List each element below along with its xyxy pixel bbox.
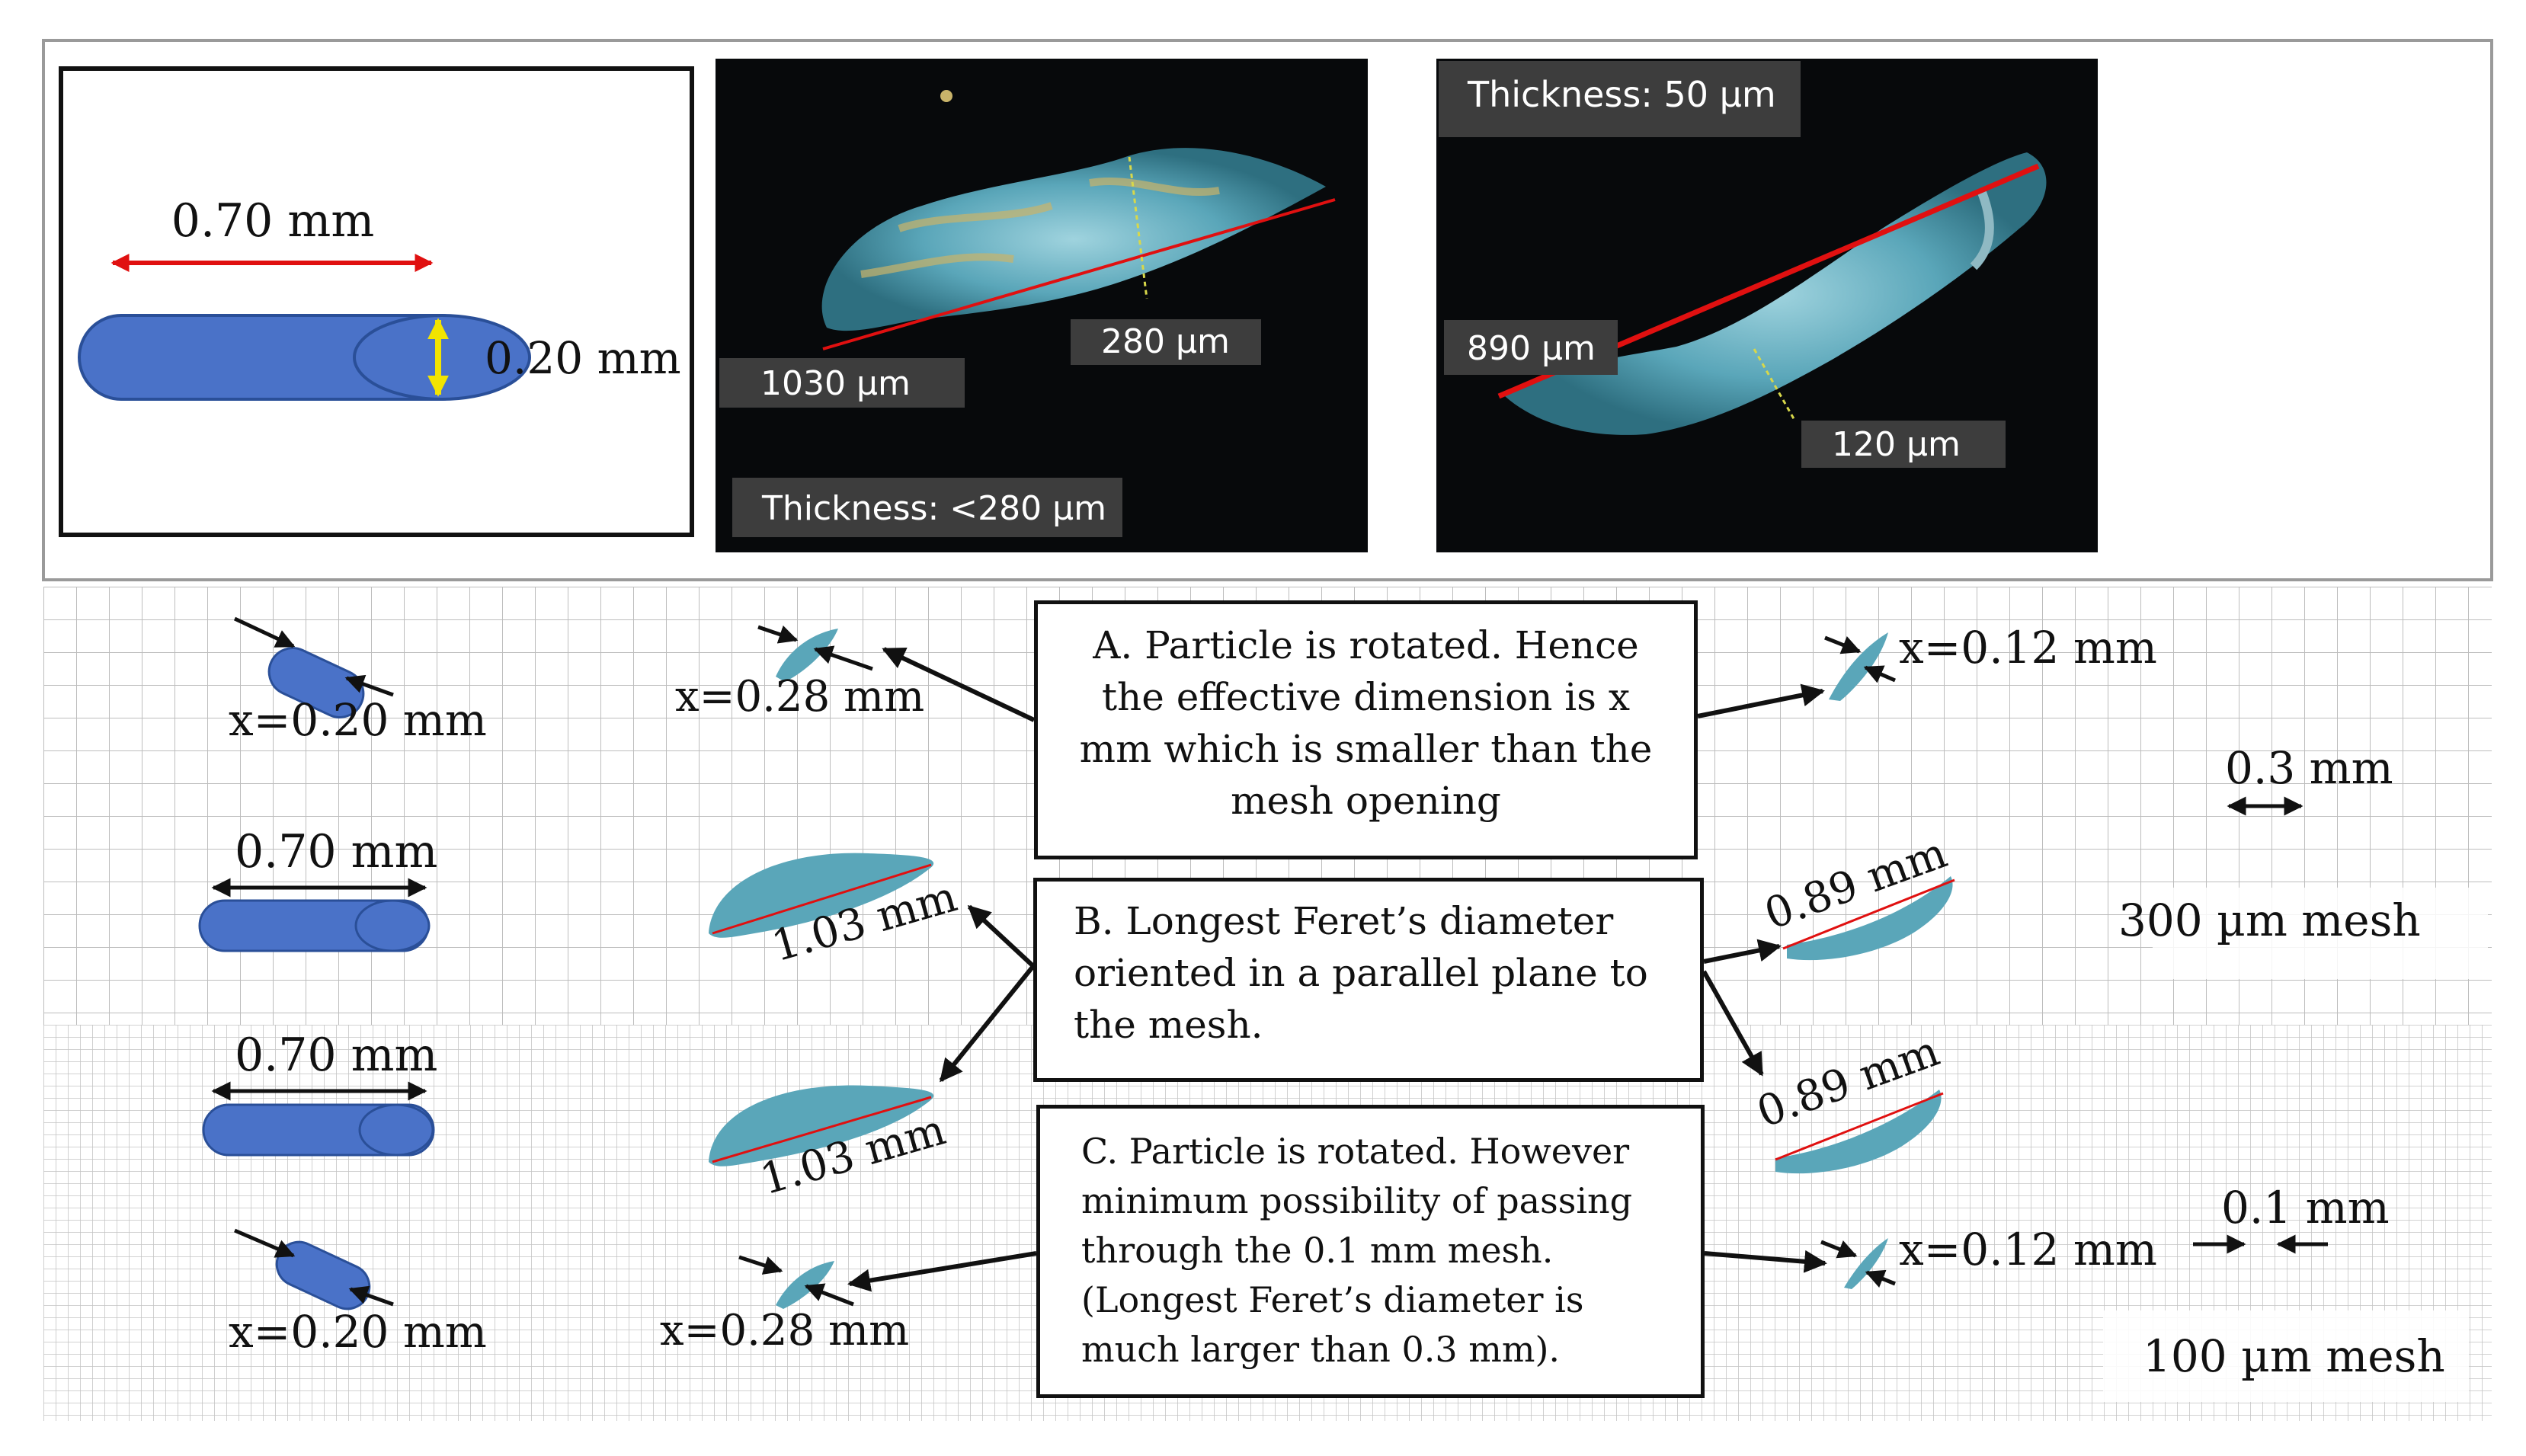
scale-fine-label: 0.1 mm xyxy=(2221,1182,2390,1234)
row2-left-label: 0.70 mm xyxy=(235,825,437,878)
row1-right-label: x=0.12 mm xyxy=(1899,622,2157,674)
connector-a-right xyxy=(1697,683,1825,718)
annotation-box-c: C. Particle is rotated. However minimum … xyxy=(1036,1105,1705,1398)
photo-1-width-tag xyxy=(1071,319,1261,365)
photo-1-length-label: 1030 µm xyxy=(760,364,911,403)
photo-1-particle xyxy=(821,90,1326,331)
pointer-arrow-icon xyxy=(804,1283,854,1307)
pointer-arrow-icon xyxy=(757,625,799,644)
mesh-label-backdrop-coarse xyxy=(2153,888,2488,979)
connector-a-left xyxy=(882,647,1036,722)
annotation-b-text: B. Longest Feret’s diameter oriented in … xyxy=(1074,899,1648,1047)
mesh-fine-label: 100 µm mesh xyxy=(2143,1330,2445,1382)
photo-1-length-tag xyxy=(719,358,965,408)
photo-2-thickness-tag xyxy=(1439,61,1801,137)
mesh-coarse-label: 300 µm mesh xyxy=(2118,894,2421,946)
pointer-arrow-icon xyxy=(1824,635,1862,654)
connector-b-lower-left xyxy=(939,965,1036,1083)
row4-mid-label: x=0.28 mm xyxy=(660,1306,909,1355)
row2-right-particle xyxy=(1787,876,1953,961)
pointer-arrow-icon xyxy=(738,1255,783,1275)
row1-mid-particle xyxy=(776,629,838,682)
connector-c-left xyxy=(847,1251,1037,1292)
row2-mid-feret-line xyxy=(712,863,932,935)
mesh-label-backdrop-fine xyxy=(2103,1310,2469,1402)
photo-1-width-line xyxy=(1128,156,1148,299)
row2-right-feret-line xyxy=(1782,878,1955,950)
photo-2-width-label: 120 µm xyxy=(1832,425,1961,464)
connector-b-upper-left xyxy=(967,904,1036,968)
pointer-arrow-icon xyxy=(813,645,873,671)
photo-1-thickness-label: Thickness: <280 µm xyxy=(761,489,1106,528)
connector-c-right xyxy=(1704,1250,1827,1273)
row4-right-particle xyxy=(1844,1238,1888,1289)
annotation-box-a: A. Particle is rotated. Hence the effect… xyxy=(1034,600,1698,859)
scale-coarse-label: 0.3 mm xyxy=(2225,742,2393,794)
row3-left-label: 0.70 mm xyxy=(235,1029,437,1082)
row2-left-particle xyxy=(198,899,431,952)
annotation-a-text: A. Particle is rotated. Hence the effect… xyxy=(1079,623,1653,823)
row3-mid-feret-line xyxy=(712,1096,932,1163)
photo-2-length-tag xyxy=(1444,320,1618,375)
photo-2-length-label: 890 µm xyxy=(1467,329,1596,368)
pointer-arrow-icon xyxy=(348,1285,394,1307)
photo-1-thickness-tag xyxy=(732,478,1122,537)
pointer-arrow-icon xyxy=(1865,1269,1896,1288)
schematic-length-label: 0.70 mm xyxy=(171,194,374,248)
pointer-arrow-icon xyxy=(233,616,296,648)
pointer-arrow-icon xyxy=(1863,665,1896,683)
row1-left-label: x=0.20 mm xyxy=(229,694,487,746)
schematic-width-label: 0.20 mm xyxy=(485,332,681,384)
pointer-arrow-icon xyxy=(234,1228,296,1258)
row1-left-particle xyxy=(267,647,365,718)
connector-b-lower-right xyxy=(1702,970,1764,1077)
row1-mid-label: x=0.28 mm xyxy=(675,672,924,722)
row1-right-particle xyxy=(1829,632,1888,701)
row3-left-particle xyxy=(202,1103,435,1157)
photo-2-thickness-label: Thickness: 50 µm xyxy=(1467,74,1776,115)
annotation-box-b: B. Longest Feret’s diameter oriented in … xyxy=(1033,878,1704,1082)
schematic-box xyxy=(59,66,694,537)
photo-2-width-line xyxy=(1753,348,1797,422)
photo-1-length-line xyxy=(822,198,1336,350)
photo-2-width-tag xyxy=(1801,421,2006,468)
pointer-arrow-icon xyxy=(344,674,394,697)
row4-right-label: x=0.12 mm xyxy=(1899,1224,2157,1275)
row4-left-label: x=0.20 mm xyxy=(229,1306,487,1358)
pointer-arrow-icon xyxy=(1820,1240,1858,1259)
row3-right-particle xyxy=(1775,1090,1942,1174)
photo-1-width-label: 280 µm xyxy=(1101,322,1230,361)
row3-right-feret-line xyxy=(1775,1092,1944,1161)
schematic-particle xyxy=(78,314,531,401)
annotation-c-text: C. Particle is rotated. However minimum … xyxy=(1081,1131,1633,1370)
connector-b-upper-right xyxy=(1703,939,1782,964)
